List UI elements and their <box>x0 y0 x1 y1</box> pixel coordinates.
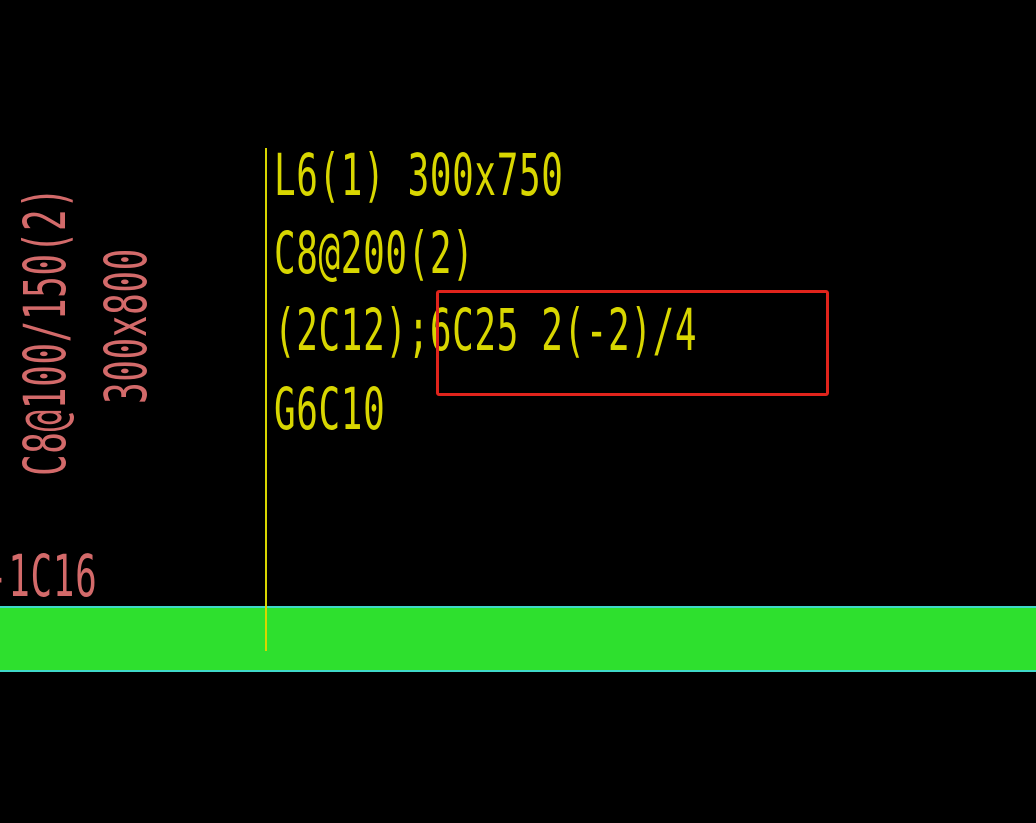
beam-band <box>0 606 1036 672</box>
highlight-box <box>436 290 829 396</box>
reinforcement-prefix-text: (2C12); <box>274 296 430 364</box>
beam-stirrup-text: C8@200(2) <box>274 219 475 287</box>
column-stirrup-text: C8@100/150(2) <box>11 186 79 476</box>
annotation-leader-line <box>265 148 267 651</box>
beam-id-size-text: L6(1) 300x750 <box>274 141 564 209</box>
beam-side-bars-text: G6C10 <box>274 375 386 443</box>
partial-rebar-label: -1C16 <box>0 542 98 610</box>
reinforcement-highlighted-text: 6C25 2(-2)/4 <box>429 296 698 364</box>
beam-reinforcement-line: (2C12);6C25 2(-2)/4 <box>274 301 697 359</box>
column-size-text: 300x800 <box>92 248 160 404</box>
